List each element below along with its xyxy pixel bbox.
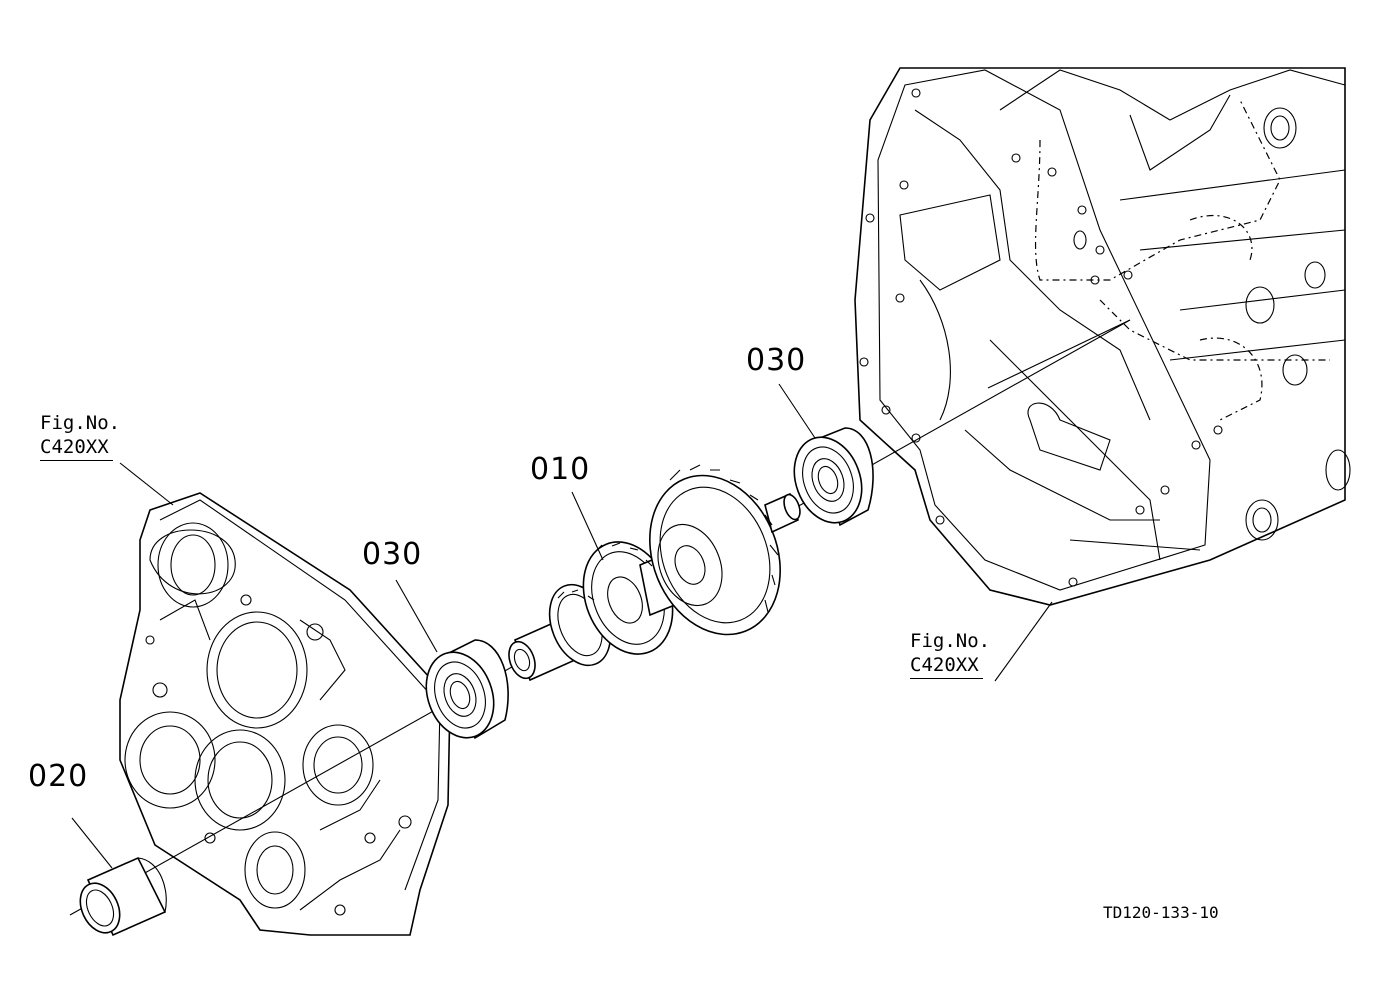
shaft-gear-assembly-part bbox=[508, 464, 801, 682]
leader-030-right bbox=[778, 383, 816, 439]
figure-reference-left: Fig.No. C420XX bbox=[40, 412, 120, 461]
callout-010: 010 bbox=[530, 452, 591, 487]
leader-figref-right bbox=[994, 601, 1053, 682]
leader-020 bbox=[71, 817, 113, 869]
figref-left-code: C420XX bbox=[40, 436, 113, 461]
figure-reference-right: Fig.No. C420XX bbox=[910, 630, 990, 679]
ball-bearing-right-part bbox=[793, 427, 874, 527]
front-cover-plate bbox=[119, 492, 451, 936]
transmission-case-housing bbox=[854, 67, 1351, 606]
leader-lines bbox=[71, 383, 1053, 869]
figref-left-label: Fig.No. bbox=[40, 412, 121, 434]
drawing-id: TD120-133-10 bbox=[1103, 903, 1219, 922]
callout-030-left: 030 bbox=[362, 537, 423, 572]
leader-figref-left bbox=[119, 462, 174, 506]
leader-010 bbox=[571, 491, 604, 561]
callout-020: 020 bbox=[28, 759, 89, 794]
figref-right-code: C420XX bbox=[910, 654, 983, 679]
leader-030-left bbox=[395, 579, 438, 653]
callout-030-right: 030 bbox=[746, 343, 807, 378]
figref-right-label: Fig.No. bbox=[910, 630, 991, 652]
needle-bushing-part bbox=[79, 856, 167, 937]
ball-bearing-left-part bbox=[425, 639, 509, 740]
